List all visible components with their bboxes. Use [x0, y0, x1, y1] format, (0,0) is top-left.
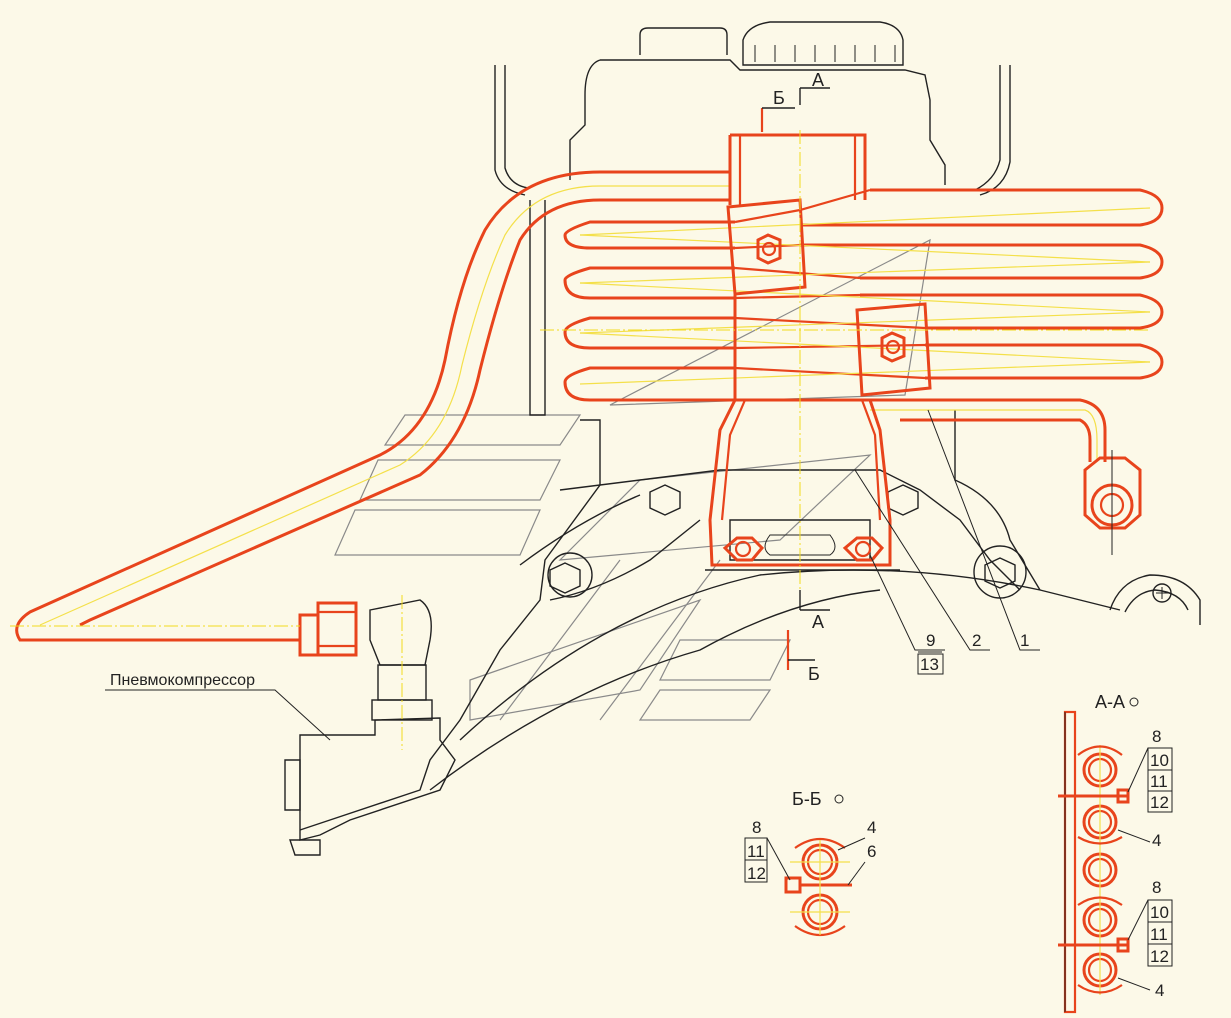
bb-callout-12: 12: [747, 864, 766, 883]
aa-callout-11-bottom: 11: [1150, 925, 1168, 944]
aa-callout-8-bottom: 8: [1152, 878, 1161, 897]
aa-callout-12-top: 12: [1150, 793, 1169, 812]
bracket: [705, 133, 900, 571]
aa-callout-4-top: 4: [1152, 831, 1161, 850]
section-b-bottom-label: Б: [808, 664, 820, 684]
view-aa: А-А 8 10 11 12 4 8 10 11: [1058, 692, 1173, 1014]
callout-1: 1: [1020, 631, 1029, 650]
pipe-coil: [15, 170, 1164, 657]
aa-callout-4-bottom: 4: [1155, 981, 1164, 1000]
section-b-top-label: Б: [773, 88, 785, 108]
aa-callout-12-bottom: 12: [1150, 947, 1169, 966]
main-callouts: А Б А Б 1 2 9 13 Пневмокомпрессор: [110, 70, 1029, 689]
leader-lines: [105, 409, 1040, 741]
callout-9: 9: [926, 631, 935, 650]
section-a-top-label: А: [812, 70, 824, 90]
view-aa-title: А-А: [1095, 692, 1125, 712]
aa-callout-8-top: 8: [1152, 727, 1161, 746]
clamps: [726, 198, 932, 397]
compressor-caption: Пневмокомпрессор: [110, 672, 255, 689]
bb-callout-6: 6: [867, 842, 876, 861]
bb-callout-8: 8: [752, 818, 761, 837]
aa-callout-10-top: 10: [1150, 751, 1169, 770]
phantom-geometry: [334, 238, 931, 721]
bb-callout-11: 11: [747, 842, 765, 861]
aa-callout-10-bottom: 10: [1150, 903, 1169, 922]
engine-outline: [284, 21, 1201, 856]
aa-callout-11-top: 11: [1150, 772, 1168, 791]
view-bb-title: Б-Б: [792, 789, 822, 809]
callout-2: 2: [972, 631, 981, 650]
section-lines: [10, 87, 1150, 750]
bb-callout-4: 4: [867, 818, 876, 837]
section-a-bottom-label: А: [812, 612, 824, 632]
view-bb: Б-Б 8 11 12 4 6: [744, 789, 876, 937]
callout-13: 13: [920, 655, 939, 674]
